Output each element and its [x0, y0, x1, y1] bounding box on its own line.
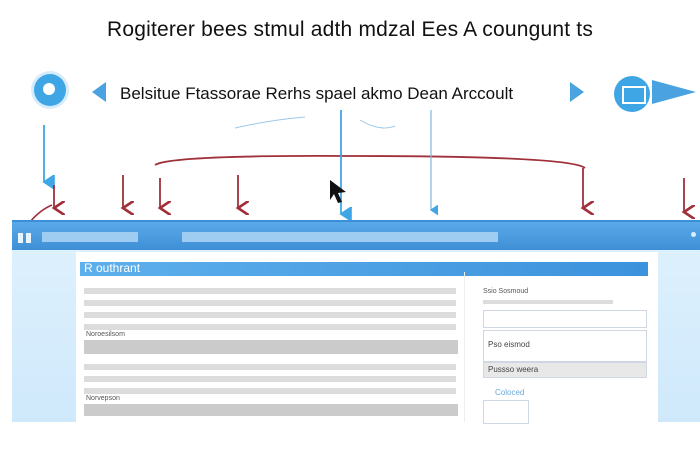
sidebar-label: Ssio Sosmoud	[483, 288, 529, 295]
text-line	[84, 376, 456, 382]
window-titlebar	[12, 222, 700, 250]
password-placeholder: Pso eismod	[488, 340, 530, 349]
red-bracket-curve	[154, 155, 586, 169]
text-line	[84, 300, 456, 306]
form-field[interactable]	[84, 340, 458, 354]
window-controls[interactable]	[18, 230, 34, 248]
faint-sketch-line-2	[359, 119, 396, 129]
text-line	[84, 364, 456, 370]
registration-panel: R outhrant Noroesilsom Norvepson Ssio So…	[76, 252, 658, 424]
field-label: Norvepson	[86, 395, 120, 402]
subtitle-banner: Belsitue Ftassorae Rerhs spael akmo Dean…	[92, 78, 592, 110]
address-bar[interactable]	[182, 232, 498, 242]
form-field[interactable]	[84, 404, 458, 416]
circle-icon	[34, 74, 66, 106]
diagram-subtitle: Belsitue Ftassorae Rerhs spael akmo Dean…	[120, 84, 514, 103]
cursor-icon	[330, 180, 346, 203]
diagram-title: Rogiterer bees stmul adth mdzal Ees A co…	[106, 18, 594, 41]
text-line	[84, 324, 456, 330]
login-sidebar: Ssio Sosmoud Pso eismod Pussso weera Col…	[464, 272, 649, 424]
envelope-icon	[614, 76, 650, 112]
connector-arrows	[29, 110, 700, 223]
panel-header: R outhrant	[80, 261, 648, 276]
submit-text: Pussso weera	[488, 365, 539, 374]
panel-heading: R outhrant	[84, 261, 141, 275]
browser-window: R outhrant Noroesilsom Norvepson Ssio So…	[12, 220, 700, 424]
bottom-link[interactable]: Coloced	[495, 388, 525, 397]
password-field[interactable]: Pso eismod	[483, 330, 647, 362]
small-box	[483, 400, 529, 424]
field-label: Noroesilsom	[86, 331, 125, 338]
window-dot-icon	[691, 232, 696, 237]
text-line	[483, 300, 613, 304]
arrow-flag-icon	[652, 80, 696, 104]
faint-sketch-line	[234, 116, 306, 129]
arrow-left-icon	[92, 82, 106, 102]
arrow-right-icon	[570, 82, 584, 102]
tab-bar[interactable]	[42, 232, 138, 242]
text-line	[84, 388, 456, 394]
sidebar-input[interactable]	[483, 310, 647, 328]
submit-field[interactable]: Pussso weera	[483, 362, 647, 378]
text-line	[84, 288, 456, 294]
text-line	[84, 312, 456, 318]
